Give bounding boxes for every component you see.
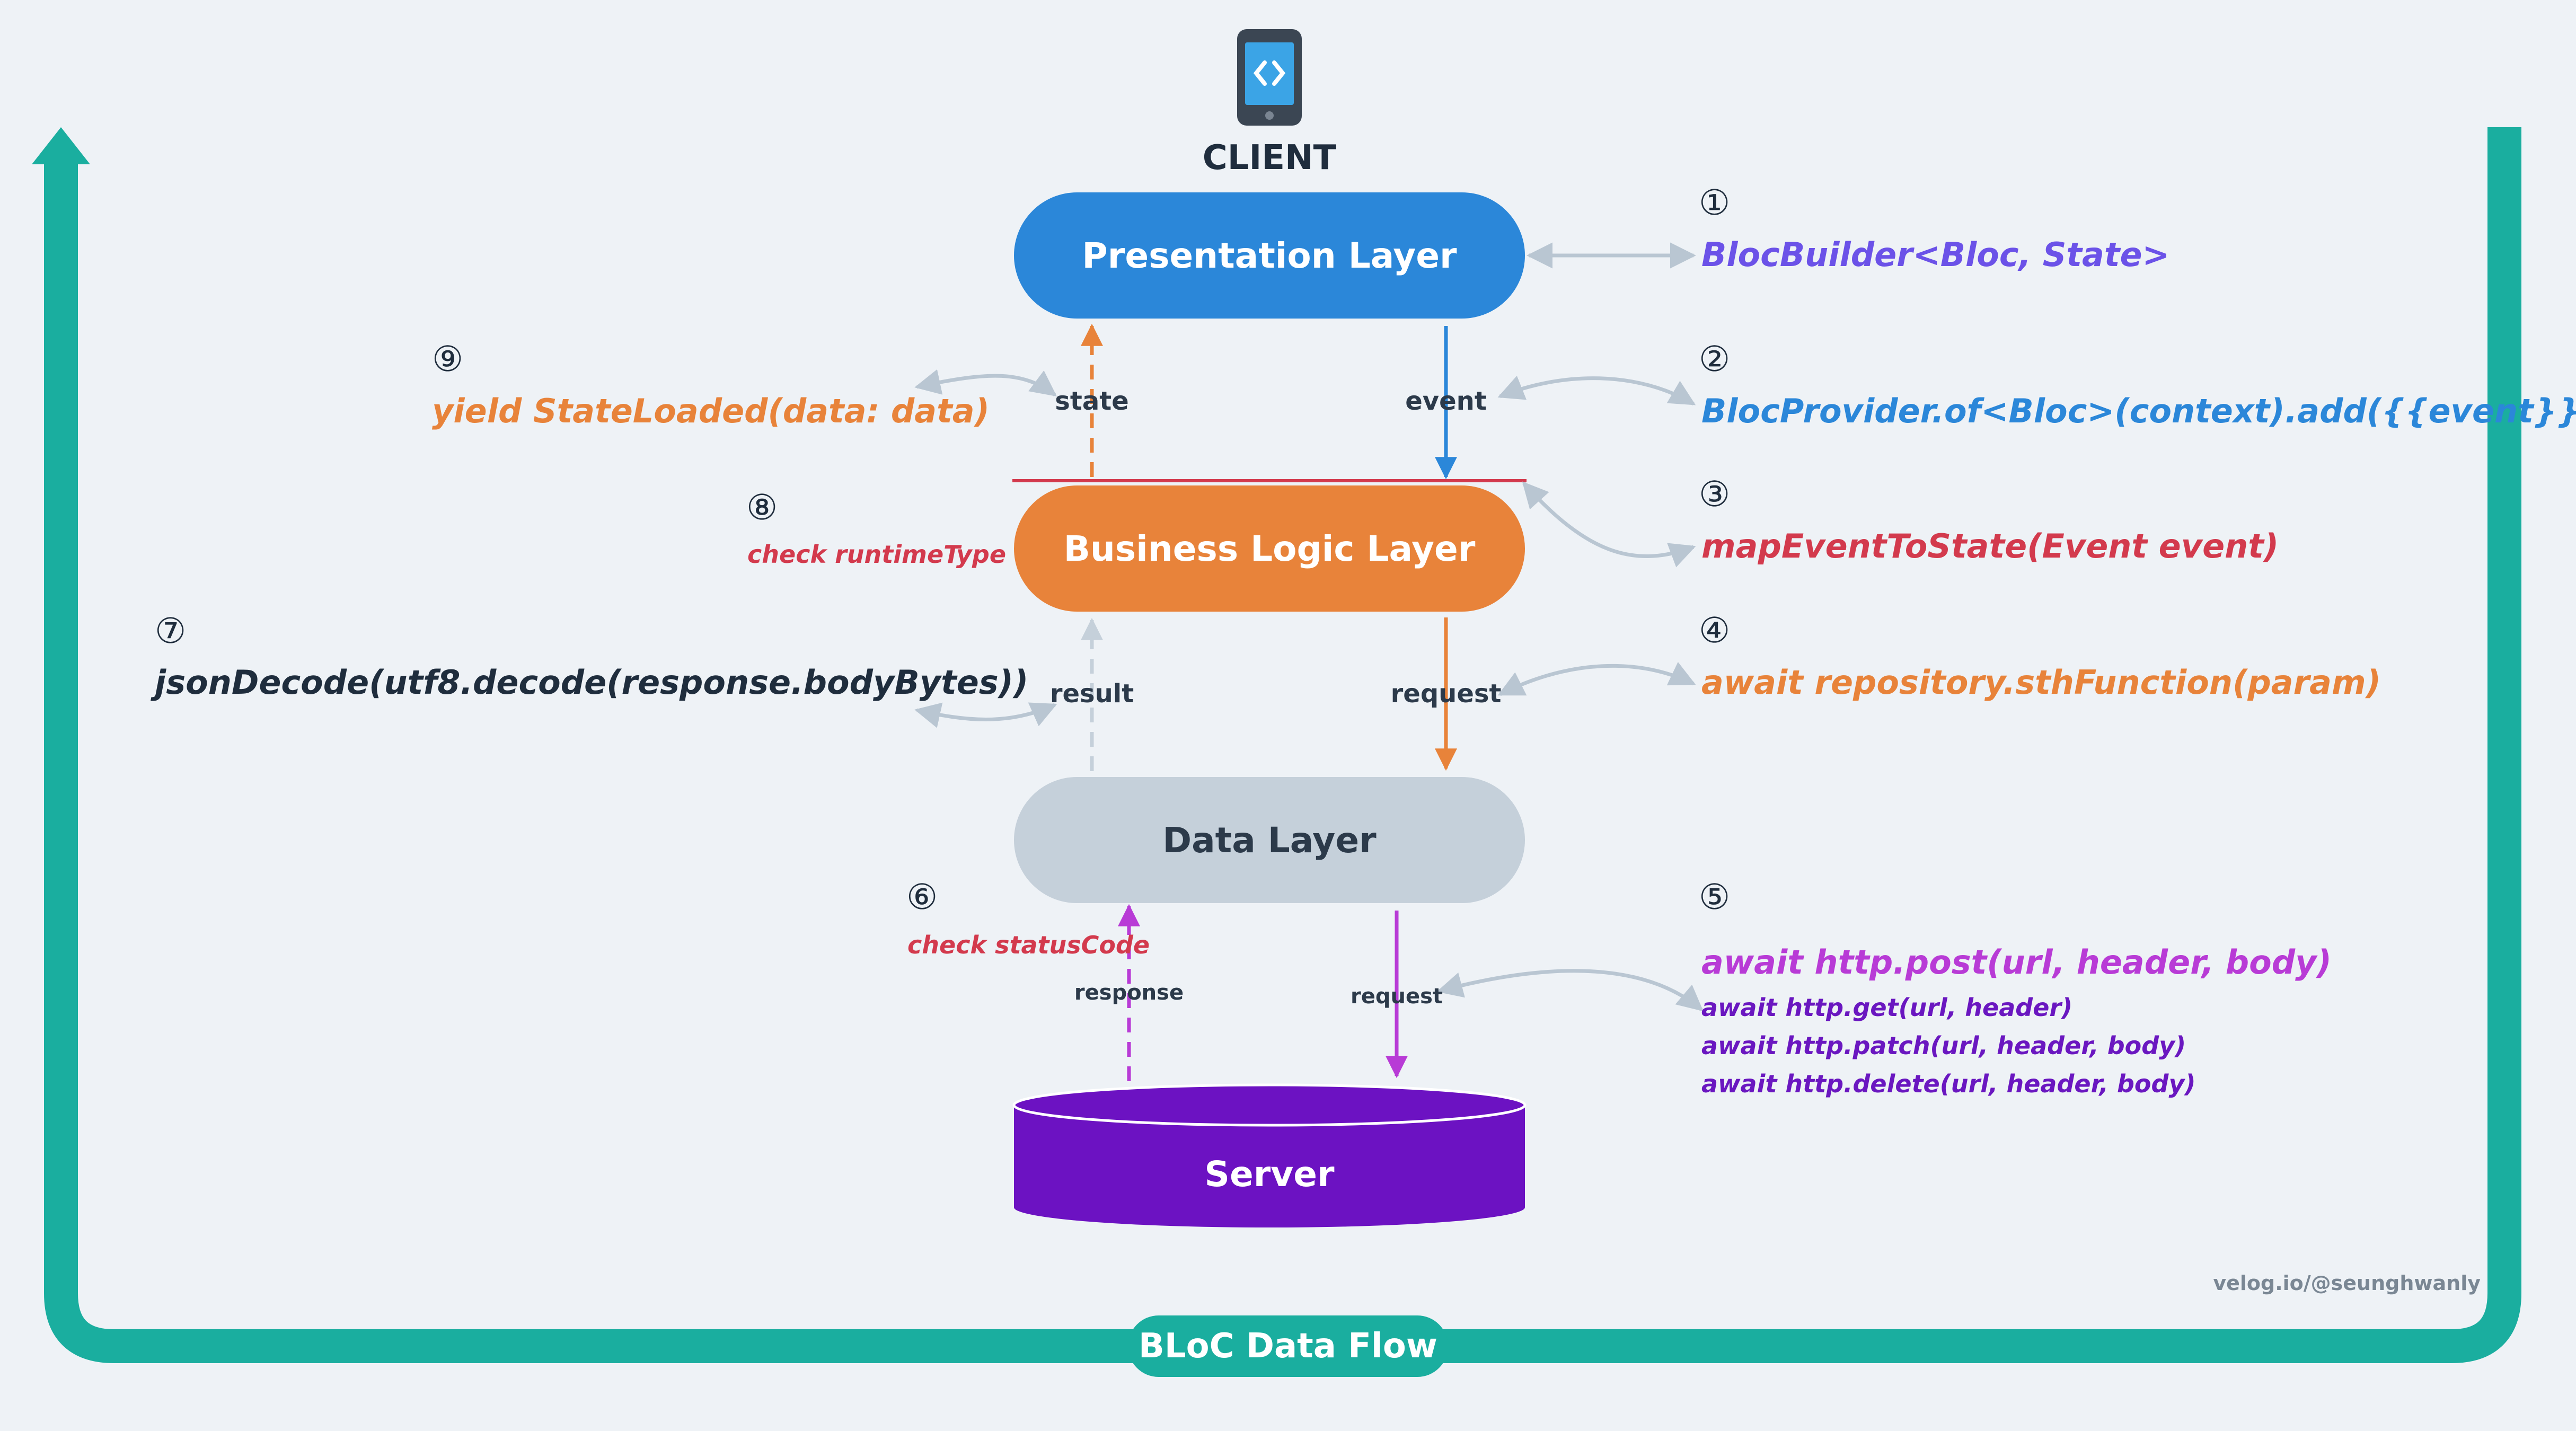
step-5-number: ⑤ — [1699, 877, 1731, 917]
step-9-code: yield StateLoaded(data: data) — [432, 392, 990, 430]
business-logic-layer-label: Business Logic Layer — [1063, 528, 1476, 569]
curve-jsondecode — [914, 702, 1057, 728]
curve-mapevent — [1522, 481, 1696, 568]
flow-arrowhead-icon — [32, 127, 90, 164]
edge-label-response: response — [1074, 980, 1184, 1005]
step-7-code: jsonDecode(utf8.decode(response.bodyByte… — [155, 663, 1029, 702]
step-6-number: ⑥ — [906, 877, 938, 917]
step-8-number: ⑧ — [746, 487, 778, 528]
presentation-layer: Presentation Layer — [1014, 192, 1525, 319]
step-1-code: BlocBuilder<Bloc, State> — [1701, 235, 2170, 274]
step-4-number: ④ — [1699, 610, 1731, 651]
curve-http — [1436, 969, 1704, 1012]
step-1-number: ① — [1699, 182, 1731, 223]
step-8-note: check runtimeType — [747, 540, 1007, 569]
step-5-alt-patch: await http.patch(url, header, body) — [1701, 1031, 2186, 1060]
edge-label-event: event — [1405, 386, 1487, 416]
edge-label-request-srv: request — [1350, 984, 1443, 1009]
step-2-code: BlocProvider.of<Bloc>(context).add({{eve… — [1701, 392, 2576, 430]
step-3-number: ③ — [1699, 474, 1731, 515]
step-9-number: ⑨ — [432, 339, 464, 379]
business-logic-layer: Business Logic Layer — [1014, 485, 1525, 612]
client-label: CLIENT — [1202, 138, 1337, 178]
edge-label-state: state — [1055, 386, 1129, 416]
step-5-alt-get: await http.get(url, header) — [1701, 993, 2073, 1022]
footer-badge: BLoC Data Flow — [1128, 1315, 1448, 1377]
edge-label-request-bl: request — [1390, 679, 1502, 709]
mobile-code-icon — [1237, 29, 1302, 126]
curve-repository — [1497, 661, 1696, 696]
data-layer: Data Layer — [1014, 777, 1525, 903]
footer-title: BLoC Data Flow — [1139, 1327, 1437, 1366]
step-3-code: mapEventToState(Event event) — [1701, 527, 2279, 566]
step-5-code: await http.post(url, header, body) — [1701, 943, 2332, 982]
credit-text: velog.io/@seunghwanly — [2213, 1271, 2481, 1295]
server-label: Server — [1204, 1154, 1335, 1195]
presentation-layer-label: Presentation Layer — [1082, 235, 1457, 276]
step-6-note: check statusCode — [907, 931, 1150, 959]
server-cylinder — [1012, 1083, 1527, 1227]
step-2-number: ② — [1699, 339, 1731, 379]
edge-label-result: result — [1049, 679, 1134, 709]
step-4-code: await repository.sthFunction(param) — [1701, 663, 2381, 702]
step-7-number: ⑦ — [155, 611, 187, 651]
curve-event — [1497, 375, 1696, 406]
curve-state — [914, 369, 1057, 396]
step-5-alt-delete: await http.delete(url, header, body) — [1701, 1070, 2196, 1098]
data-layer-label: Data Layer — [1162, 819, 1377, 861]
